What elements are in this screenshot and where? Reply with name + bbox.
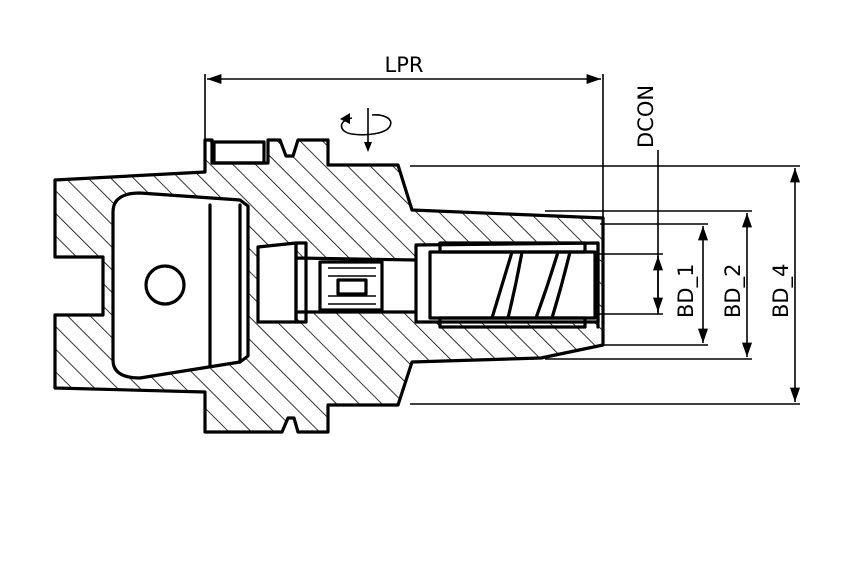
helix-slot (490, 250, 514, 320)
hex-socket (336, 278, 368, 296)
bd2-label: BD_2 (721, 264, 746, 318)
pin-hole (144, 264, 186, 306)
helix-slot (534, 250, 560, 320)
helix-slot (550, 250, 572, 320)
rotation-direction-icon (340, 108, 392, 152)
holder-body-section (53, 138, 605, 434)
collet-ring-bottom (438, 316, 587, 329)
bd4-label: BD_4 (769, 264, 794, 318)
dcon-label: DCON (634, 85, 658, 148)
adjust-screw (318, 260, 384, 312)
bd1-label: BD_1 (674, 264, 699, 318)
drive-key (212, 140, 266, 165)
helix-slot (506, 250, 524, 320)
lpr-label: LPR (385, 53, 424, 77)
stop-screw (294, 241, 308, 324)
collet-body (428, 250, 597, 320)
